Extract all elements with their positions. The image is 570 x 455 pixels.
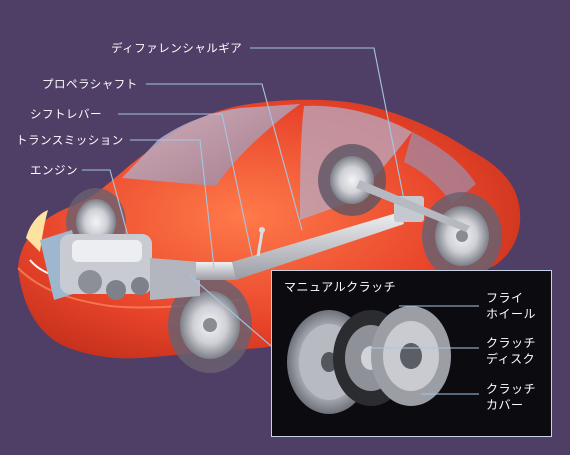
label-propeller-shaft: プロペラシャフト <box>42 77 138 91</box>
label-transmission: トランスミッション <box>16 133 124 147</box>
rear-wheel-right <box>422 192 502 280</box>
label-clutch-cover: クラッチ カバー <box>486 382 537 412</box>
inset-title: マニュアルクラッチ <box>284 280 397 294</box>
clutch-cover <box>370 305 451 406</box>
rear-wheel-left <box>318 144 386 216</box>
label-differential-gear: ディファレンシャルギア <box>111 41 243 55</box>
front-wheel-right <box>168 277 252 373</box>
leader-lines <box>82 47 405 353</box>
label-clutch-disc: クラッチ ディスク <box>486 336 537 366</box>
clutch-components-illustration <box>286 304 479 414</box>
label-shift-lever: シフトレバー <box>30 107 102 121</box>
drivetrain <box>40 180 470 300</box>
manual-clutch-inset: マニュアルクラッチ フライ ホイール クラッチ ディスク クラッチ <box>271 270 552 437</box>
label-engine: エンジン <box>30 163 78 177</box>
label-flywheel: フライ ホイール <box>486 291 537 321</box>
inset-leader-lines <box>370 304 479 395</box>
